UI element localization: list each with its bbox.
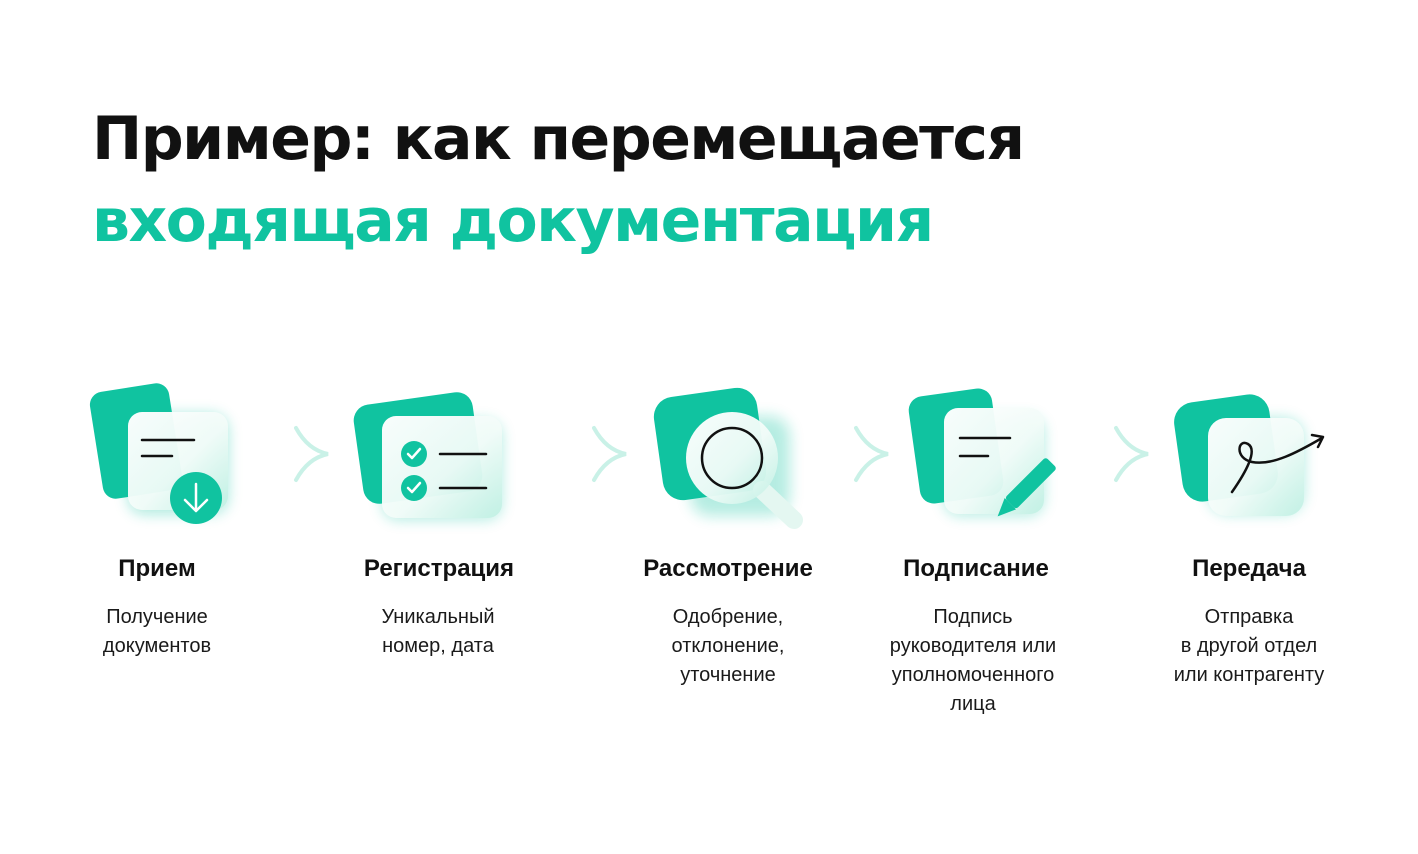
step-5-title: Передача	[1192, 555, 1306, 582]
step-2-desc-line: Уникальный	[381, 606, 495, 628]
step-5-desc: Отправка в другой отдел или контрагенту	[1119, 603, 1379, 690]
page-title: Пример: как перемещается входящая докуме…	[92, 98, 1025, 262]
step-4-desc-line: лица	[950, 693, 996, 715]
flow-arrow-2	[536, 426, 628, 482]
document-pen-icon	[908, 388, 1056, 517]
step-3-icon	[610, 378, 860, 538]
step-2-desc-line: номер, дата	[382, 635, 494, 657]
step-4-desc: Подпись руководителя или уполномоченного…	[843, 603, 1103, 719]
magnifier-icon	[653, 387, 803, 529]
step-4-desc-line: Подпись	[933, 606, 1013, 628]
step-3-desc-line: Одобрение,	[672, 606, 784, 628]
step-1-icon	[60, 378, 310, 538]
flow-arrow-1	[238, 426, 330, 482]
step-5-desc-line: или контрагенту	[1173, 664, 1325, 686]
title-line-1: Пример: как перемещается	[92, 104, 1025, 174]
step-3-desc-line: отклонение,	[671, 635, 785, 657]
checklist-icon	[353, 392, 502, 520]
document-download-icon	[89, 383, 228, 524]
flow-arrow-3	[798, 426, 890, 482]
step-2-title: Регистрация	[363, 555, 515, 582]
step-4-title: Подписание	[903, 555, 1049, 582]
step-2-desc: Уникальный номер, дата	[308, 603, 568, 661]
flow-arrow-4	[1058, 426, 1150, 482]
step-1-desc-line: Получение	[106, 606, 208, 628]
step-5-icon	[1140, 378, 1390, 538]
step-4-desc-line: руководителя или	[889, 635, 1057, 657]
step-4-icon	[880, 378, 1130, 538]
step-1-title: Прием	[118, 555, 196, 582]
title-line-2: входящая документация	[92, 186, 934, 256]
step-5-desc-line: в другой отдел	[1180, 635, 1318, 657]
step-1-desc-line: документов	[102, 635, 212, 657]
step-3-desc: Одобрение, отклонение, уточнение	[598, 603, 858, 690]
step-2-icon	[320, 378, 570, 538]
step-5-desc-line: Отправка	[1204, 606, 1294, 628]
send-arrow-icon	[1174, 394, 1325, 516]
step-4-desc-line: уполномоченного	[891, 664, 1055, 686]
step-3-desc-line: уточнение	[680, 664, 776, 686]
step-3-title: Рассмотрение	[643, 555, 813, 582]
step-1-desc: Получение документов	[27, 603, 287, 661]
